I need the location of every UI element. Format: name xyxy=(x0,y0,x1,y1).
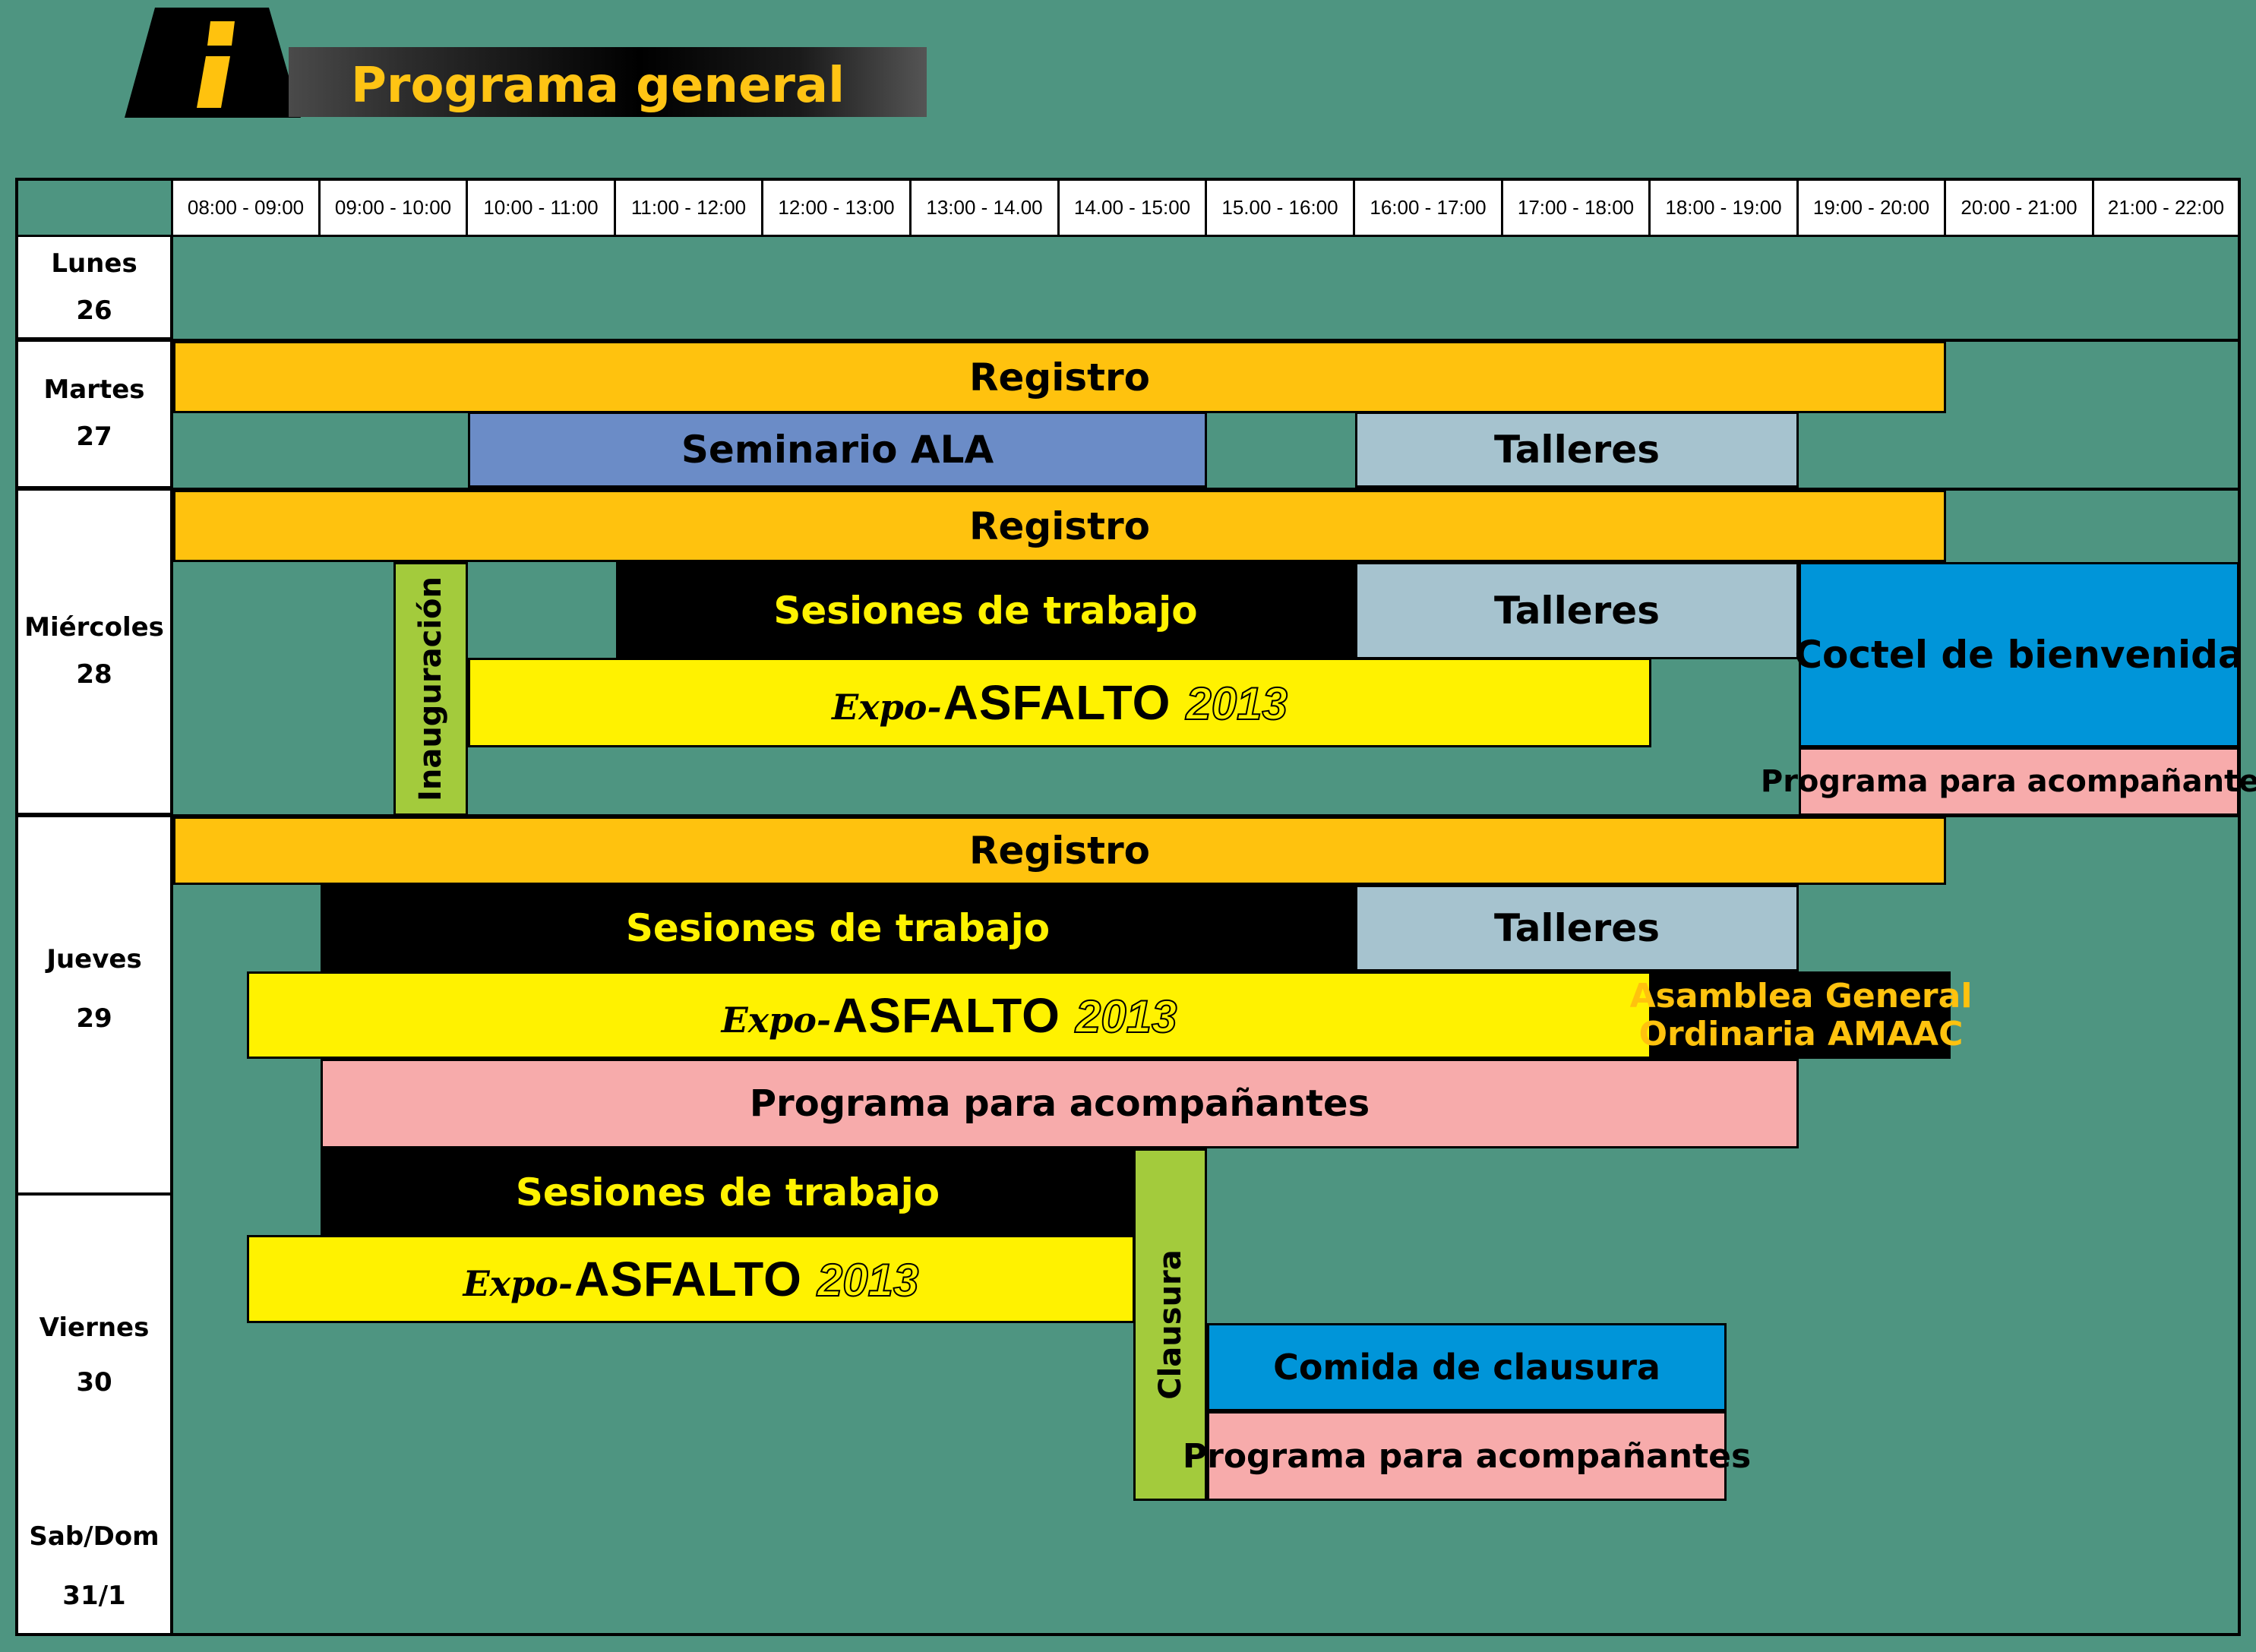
event-comida-clausura: Comida de clausura xyxy=(1207,1323,1727,1411)
event-acompanantes-viernes: Programa para acompañantes xyxy=(1183,1411,1751,1501)
inauguracion-label: Inauguración xyxy=(413,576,449,802)
event-expo-asfalto-miercoles: Expo- ASFALTO 2013 xyxy=(468,658,1651,747)
day-name: Lunes xyxy=(51,248,137,279)
day-date: 30 xyxy=(76,1367,112,1398)
time-slot-header: 20:00 - 21:00 xyxy=(1946,181,2094,237)
event-acompanantes-jueves: Programa para acompañantes xyxy=(321,1059,1799,1148)
title-banner xyxy=(289,47,927,117)
event-talleres-martes: Talleres xyxy=(1355,412,1799,488)
event-seminario-ala: Seminario ALA xyxy=(468,412,1207,488)
clausura-label: Clausura xyxy=(1152,1249,1188,1400)
asamblea-line-1: Asamblea General xyxy=(1629,976,1973,1016)
expo-prefix: Expo- xyxy=(832,687,942,728)
info-road-sign-icon xyxy=(125,8,301,118)
day-cell-lunes: Lunes 26 xyxy=(18,237,173,340)
asamblea-line-2: Ordinaria AMAAC xyxy=(1638,1014,1964,1053)
day-name: Miércoles xyxy=(24,612,164,643)
event-talleres-miercoles: Talleres xyxy=(1355,562,1799,659)
day-cell-jueves: Jueves 29 xyxy=(18,816,173,1196)
day-name: Sab/Dom xyxy=(29,1521,160,1552)
expo-asfalto-logo: Expo- ASFALTO 2013 xyxy=(832,674,1288,731)
row-divider xyxy=(18,339,2238,342)
time-slot-header: 11:00 - 12:00 xyxy=(616,181,763,237)
expo-name: ASFALTO xyxy=(943,675,1171,730)
day-date: 26 xyxy=(76,295,112,326)
event-sesiones-viernes: Sesiones de trabajo xyxy=(321,1148,1135,1237)
day-date: 27 xyxy=(76,422,112,452)
row-divider xyxy=(18,488,2238,491)
expo-prefix: Expo- xyxy=(463,1263,573,1304)
time-slot-header: 08:00 - 09:00 xyxy=(173,181,321,237)
event-expo-asfalto-viernes: Expo- ASFALTO 2013 xyxy=(247,1235,1135,1323)
event-clausura: Clausura xyxy=(1133,1148,1207,1501)
time-slot-header: 13:00 - 14.00 xyxy=(912,181,1060,237)
expo-prefix: Expo- xyxy=(721,999,832,1041)
day-date: 31/1 xyxy=(62,1581,126,1611)
day-cell-martes: Martes 27 xyxy=(18,340,173,489)
event-registro-martes: Registro xyxy=(173,341,1946,413)
day-date: 29 xyxy=(76,1003,112,1034)
day-cell-miercoles: Miércoles 28 xyxy=(18,489,173,816)
day-name: Martes xyxy=(43,374,145,405)
day-name: Viernes xyxy=(39,1312,150,1343)
event-talleres-jueves: Talleres xyxy=(1355,885,1799,971)
expo-year: 2013 xyxy=(1075,990,1177,1043)
time-slot-header: 18:00 - 19:00 xyxy=(1651,181,1799,237)
time-slot-header: 14.00 - 15:00 xyxy=(1060,181,1207,237)
event-asamblea-general: Asamblea General Ordinaria AMAAC xyxy=(1630,971,1972,1059)
page-title: Programa general xyxy=(351,58,845,114)
event-sesiones-miercoles: Sesiones de trabajo xyxy=(616,562,1355,659)
day-cell-sabdom: Sab/Dom 31/1 xyxy=(18,1499,173,1633)
time-slot-header: 16:00 - 17:00 xyxy=(1355,181,1503,237)
time-slot-header: 09:00 - 10:00 xyxy=(321,181,468,237)
expo-asfalto-logo: Expo- ASFALTO 2013 xyxy=(721,987,1178,1044)
expo-asfalto-logo: Expo- ASFALTO 2013 xyxy=(463,1251,920,1307)
expo-name: ASFALTO xyxy=(574,1252,802,1306)
time-slot-header: 17:00 - 18:00 xyxy=(1503,181,1651,237)
time-slot-header: 19:00 - 20:00 xyxy=(1799,181,1946,237)
day-name: Jueves xyxy=(46,944,142,974)
event-registro-miercoles: Registro xyxy=(173,490,1946,562)
time-slot-header: 12:00 - 13:00 xyxy=(763,181,912,237)
time-slot-header: 21:00 - 22:00 xyxy=(2094,181,2238,237)
day-cell-viernes: Viernes 30 xyxy=(18,1196,173,1499)
time-slot-header: 10:00 - 11:00 xyxy=(468,181,616,237)
expo-year: 2013 xyxy=(1185,678,1288,730)
time-slot-header: 15.00 - 16:00 xyxy=(1207,181,1355,237)
event-inauguracion: Inauguración xyxy=(393,562,468,816)
row-divider xyxy=(18,814,2238,817)
event-expo-asfalto-jueves: Expo- ASFALTO 2013 xyxy=(247,971,1651,1059)
event-coctel-bienvenida: Coctel de bienvenida xyxy=(1794,562,2244,747)
header-corner-cell xyxy=(18,181,173,237)
expo-name: ASFALTO xyxy=(833,987,1060,1043)
expo-year: 2013 xyxy=(817,1254,919,1306)
event-sesiones-jueves: Sesiones de trabajo xyxy=(321,885,1355,971)
event-registro-jueves: Registro xyxy=(173,817,1946,885)
event-acompanantes-miercoles: Programa para acompañantes xyxy=(1761,747,2256,816)
day-date: 28 xyxy=(76,659,112,690)
